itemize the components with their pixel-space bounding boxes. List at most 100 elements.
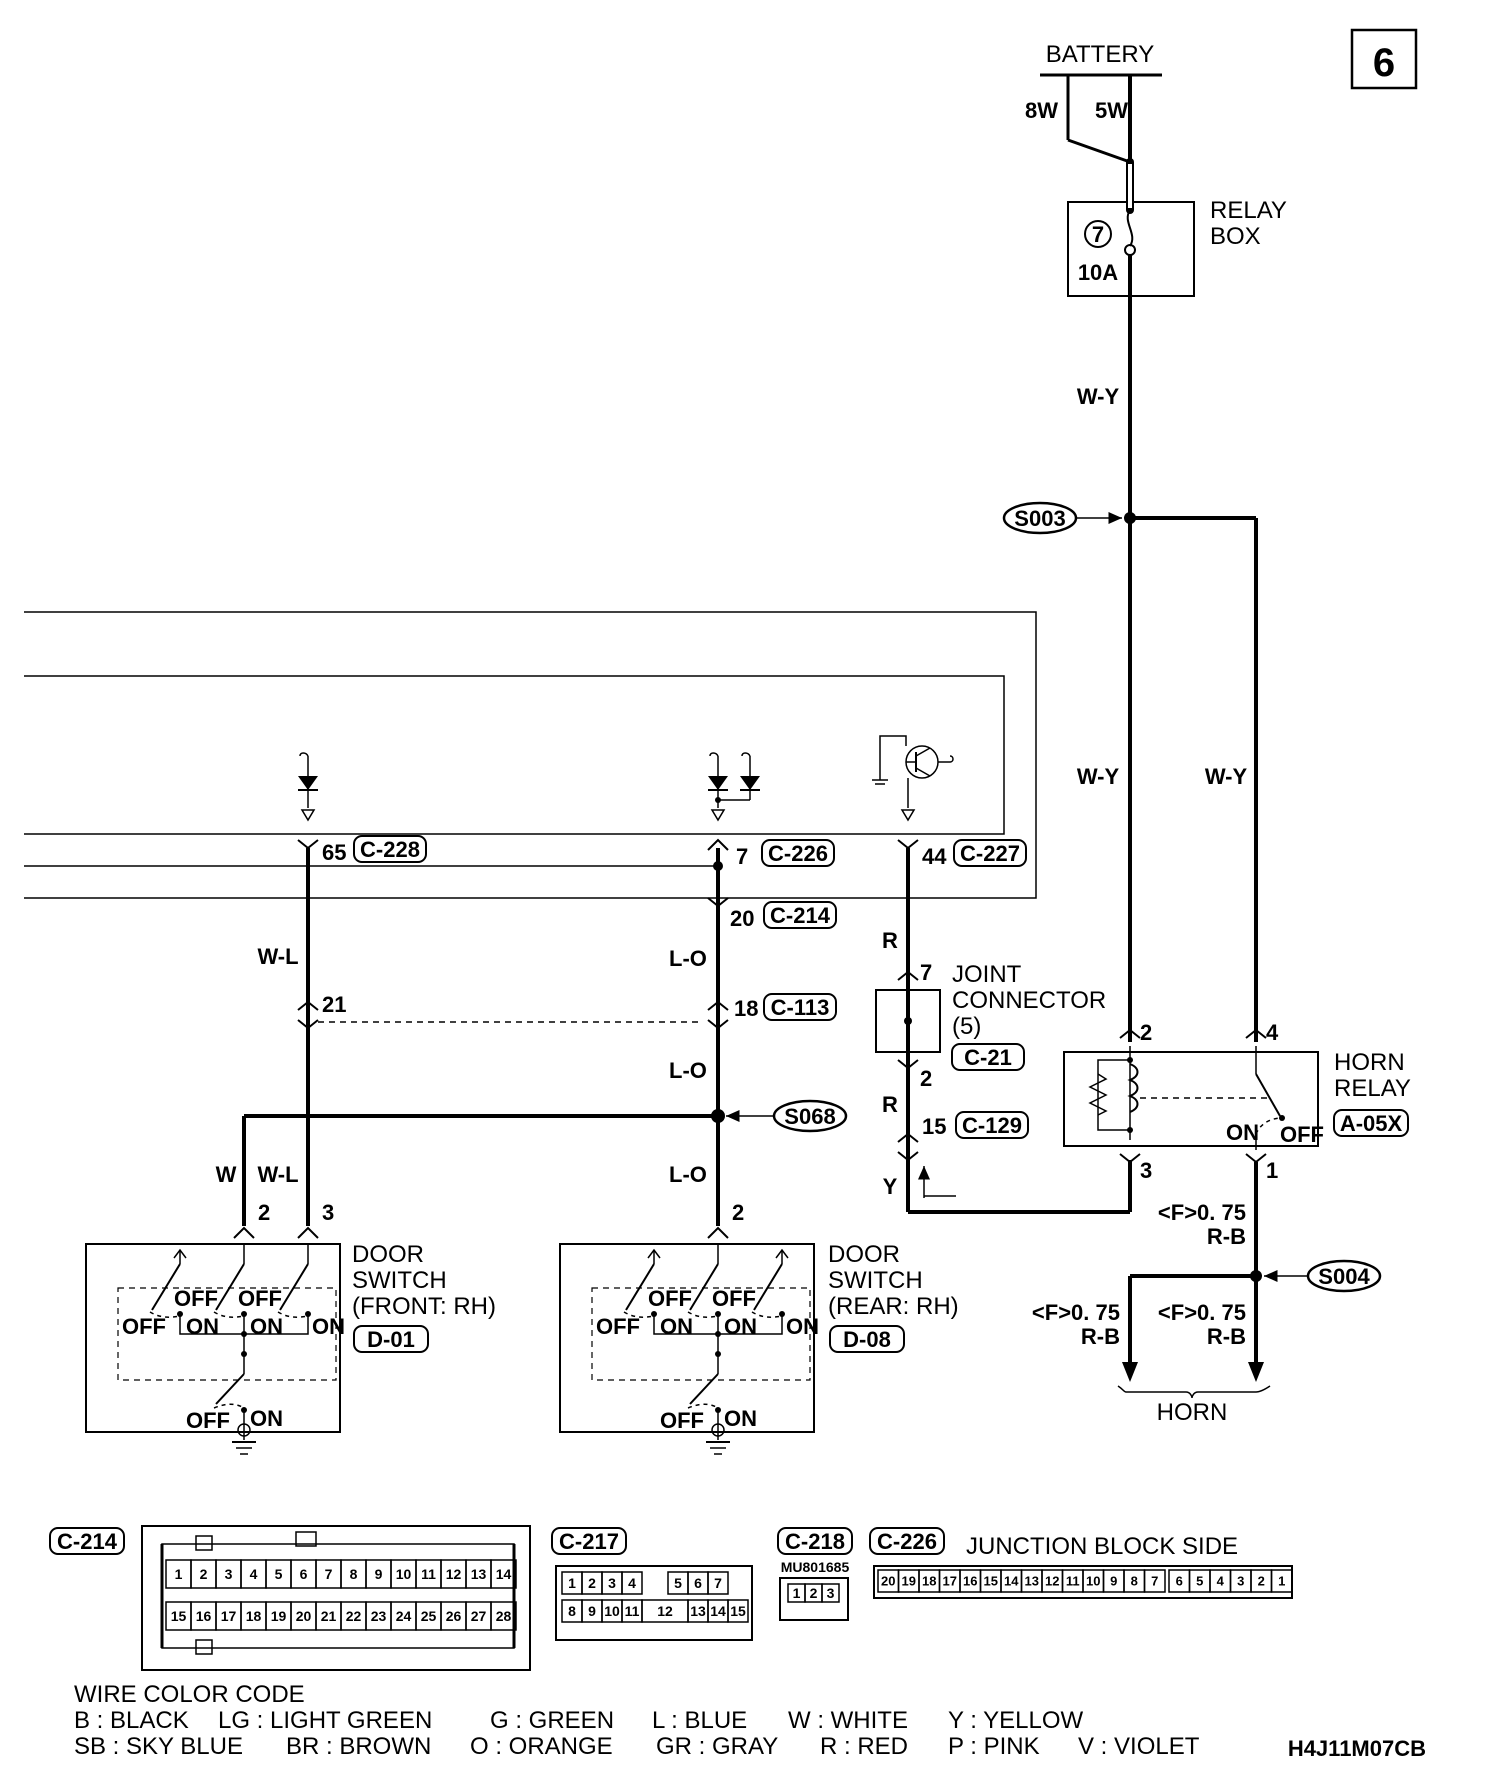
wire-y: Y bbox=[883, 1174, 898, 1199]
c226-pin: 11 bbox=[1066, 1574, 1080, 1589]
front-state-on-3: ON bbox=[312, 1314, 345, 1339]
horn-relay: 2 4 ON OFF 3 1 HORN RELAY A-05X bbox=[1063, 1020, 1411, 1183]
c214-top-pin: 8 bbox=[350, 1566, 358, 1582]
splice-s004-label: S004 bbox=[1318, 1264, 1370, 1289]
battery-wire-8w: 8W bbox=[1025, 98, 1058, 123]
c217-bottom-cell bbox=[727, 1599, 749, 1623]
wire-wy-main: W-Y bbox=[1077, 384, 1120, 409]
rear-state-on-4: ON bbox=[724, 1406, 757, 1431]
diagram-code: H4J11M07CB bbox=[1288, 1736, 1426, 1761]
color-code-r: R : RED bbox=[820, 1733, 908, 1760]
c226-pin: 20 bbox=[881, 1574, 895, 1589]
battery: BATTERY 8W 5W bbox=[1025, 41, 1162, 164]
circuit-r: 44 C-227 R 7 2 JOINT CONNECTOR (5) C-21 … bbox=[875, 839, 1132, 1214]
splice-s003: S003 bbox=[1002, 501, 1122, 535]
rear-state-on-3: ON bbox=[786, 1314, 819, 1339]
connector-d08-label: D-08 bbox=[843, 1327, 891, 1352]
c214-top-pin: 11 bbox=[421, 1566, 436, 1582]
c218-cell bbox=[821, 1583, 840, 1603]
wire-rb-main-color: R-B bbox=[1207, 1224, 1246, 1249]
c214-bottom-pin: 15 bbox=[171, 1608, 187, 1624]
wire-rb-left-spec: <F>0. 75 bbox=[1032, 1300, 1120, 1325]
rear-label-1: DOOR bbox=[828, 1241, 900, 1268]
c214-top-pin: 12 bbox=[446, 1566, 462, 1582]
c217-bottom-pin: 15 bbox=[730, 1603, 746, 1619]
c214-bottom-pin: 20 bbox=[296, 1608, 312, 1624]
wire-color-code: WIRE COLOR CODE B : BLACK LG : LIGHT GRE… bbox=[74, 1681, 1200, 1760]
c226-pin: 17 bbox=[943, 1574, 957, 1589]
c214-top-pin: 2 bbox=[200, 1566, 208, 1582]
c226-pin: 18 bbox=[922, 1574, 936, 1589]
c214-top-pin: 10 bbox=[396, 1566, 412, 1582]
rear-pin-2: 2 bbox=[732, 1200, 744, 1225]
jc-label-1: JOINT bbox=[952, 961, 1022, 988]
c226-pin: 3 bbox=[1237, 1574, 1244, 1589]
color-code-lg: LG : LIGHT GREEN bbox=[218, 1707, 432, 1734]
horn-relay-pin-1: 1 bbox=[1266, 1158, 1278, 1183]
c214-bottom-pin: 23 bbox=[371, 1608, 387, 1624]
relay-box-label-1: RELAY bbox=[1210, 197, 1287, 224]
cv-c226-side: JUNCTION BLOCK SIDE bbox=[966, 1533, 1238, 1560]
c226-pin: 12 bbox=[1045, 1574, 1059, 1589]
cv-c226-label: C-226 bbox=[877, 1529, 937, 1554]
horn-relay-label-2: RELAY bbox=[1334, 1075, 1411, 1102]
battery-label: BATTERY bbox=[1046, 41, 1154, 68]
pin-21: 21 bbox=[322, 992, 346, 1017]
horn-relay-pin-3: 3 bbox=[1140, 1158, 1152, 1183]
horn-output: <F>0. 75 R-B <F>0. 75 R-B <F>0. 75 R-B H… bbox=[1032, 1162, 1271, 1426]
c217-top-pin: 4 bbox=[628, 1575, 636, 1591]
wire-color-code-title: WIRE COLOR CODE bbox=[74, 1681, 305, 1708]
c226-pin: 1 bbox=[1278, 1574, 1285, 1589]
wire-lo-2: L-O bbox=[669, 1058, 707, 1083]
internal-diode-65 bbox=[298, 752, 318, 822]
c214-top-pin: 5 bbox=[275, 1566, 283, 1582]
cv-c218-part: MU801685 bbox=[781, 1559, 850, 1575]
rear-state-off-3: OFF bbox=[596, 1314, 640, 1339]
connector-c228-label: C-228 bbox=[360, 837, 420, 862]
horn-label: HORN bbox=[1157, 1399, 1228, 1426]
wire-r-1: R bbox=[882, 928, 898, 953]
splice-s068: S068 W W-L bbox=[216, 1099, 848, 1226]
connector-c226-label: C-226 bbox=[768, 841, 828, 866]
c214-top-pin: 4 bbox=[250, 1566, 258, 1582]
color-code-v: V : VIOLET bbox=[1078, 1733, 1200, 1760]
c217-top-pin: 6 bbox=[694, 1575, 702, 1591]
c214-top-pin: 9 bbox=[375, 1566, 383, 1582]
horn-relay-off: OFF bbox=[1280, 1122, 1324, 1147]
c226-pin: 4 bbox=[1217, 1574, 1225, 1589]
jc-pin-2: 2 bbox=[920, 1066, 932, 1091]
connector-c227-label: C-227 bbox=[960, 841, 1020, 866]
page-number: 6 bbox=[1373, 41, 1395, 85]
wire-wy-left: W-Y bbox=[1077, 764, 1120, 789]
horn-relay-label-1: HORN bbox=[1334, 1049, 1405, 1076]
front-state-on-4: ON bbox=[250, 1406, 283, 1431]
c217-bottom-pin: 9 bbox=[588, 1603, 596, 1619]
front-state-on-1: ON bbox=[186, 1314, 219, 1339]
c226-pin: 8 bbox=[1131, 1574, 1138, 1589]
front-pin-3: 3 bbox=[322, 1200, 334, 1225]
c226-pin: 7 bbox=[1151, 1574, 1158, 1589]
rear-label-2: SWITCH bbox=[828, 1267, 923, 1294]
c214-bottom-pin: 28 bbox=[496, 1608, 512, 1624]
wire-lo-3: L-O bbox=[669, 1162, 707, 1187]
horn-relay-pin-4: 4 bbox=[1266, 1020, 1279, 1045]
control-unit-outline bbox=[24, 611, 1037, 899]
pin-18: 18 bbox=[734, 996, 758, 1021]
rear-state-on-2: ON bbox=[724, 1314, 757, 1339]
c217-top-pin: 1 bbox=[568, 1575, 576, 1591]
door-switch-front: 2 3 OFF OFF OFF ON ON ON OFF bbox=[85, 1200, 496, 1455]
rear-state-off-4: OFF bbox=[660, 1408, 704, 1433]
c214-bottom-pin: 16 bbox=[196, 1608, 212, 1624]
cv-c214-label: C-214 bbox=[57, 1529, 118, 1554]
c217-top-pin: 7 bbox=[714, 1575, 722, 1591]
wire-lo-1: L-O bbox=[669, 946, 707, 971]
c226-cell bbox=[1143, 1569, 1166, 1593]
connector-a05x-label: A-05X bbox=[1340, 1111, 1403, 1136]
c214-top-pin: 7 bbox=[325, 1566, 333, 1582]
connector-c214-label: C-214 bbox=[770, 903, 831, 928]
fuse-rating: 10A bbox=[1078, 260, 1118, 285]
c214-bottom-pin: 27 bbox=[471, 1608, 487, 1624]
color-code-br: BR : BROWN bbox=[286, 1733, 431, 1760]
color-code-gr: GR : GRAY bbox=[656, 1733, 778, 1760]
